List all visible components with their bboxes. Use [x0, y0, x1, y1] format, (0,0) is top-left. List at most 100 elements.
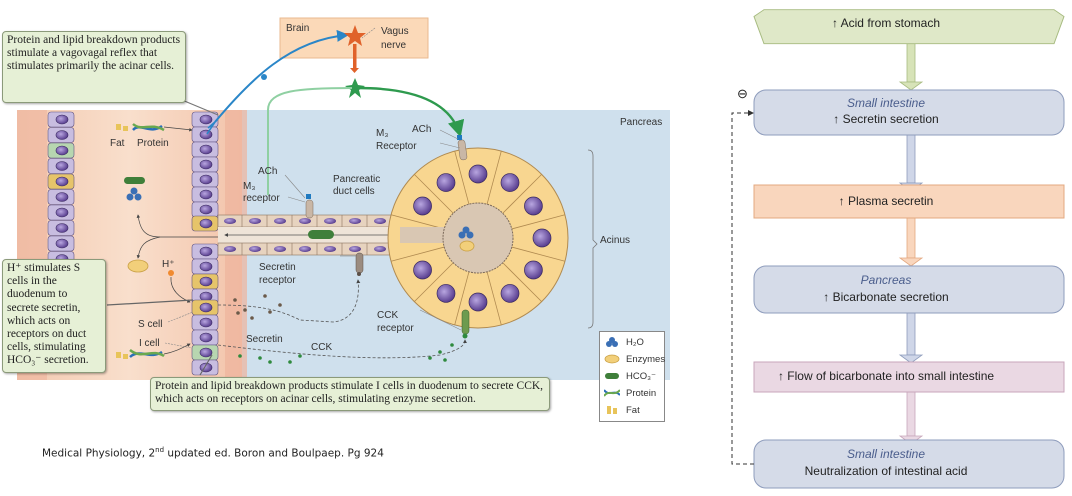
step-flow-text: ↑ Flow of bicarbonate into small intesti… — [777, 369, 995, 383]
acinar-cell-nucleus — [500, 284, 520, 303]
duct-cell-nucleus — [224, 218, 236, 224]
label-vagus: Vagus — [381, 26, 409, 37]
water-icon — [606, 337, 618, 347]
cck-molecule — [288, 360, 292, 364]
label-h-plus: H⁺ — [162, 259, 175, 270]
acinar-cell-nucleus — [436, 173, 456, 192]
label-receptor-right: Receptor — [376, 141, 417, 152]
callout-i-cells: Protein and lipid breakdown products sti… — [150, 377, 550, 411]
enzyme-icon — [604, 354, 620, 364]
cck-molecule — [443, 358, 447, 362]
label-ach-right: ACh — [412, 124, 432, 135]
flowchart-shapes — [731, 9, 1065, 489]
efferent-neuron — [345, 78, 365, 98]
enzyme-in-lumen — [459, 240, 475, 252]
vagus-neuron — [344, 25, 366, 46]
epithelial-cell — [191, 243, 219, 260]
step-si2-text: Neutralization of intestinal acid — [804, 464, 968, 478]
acinar-cell-nucleus — [413, 196, 432, 216]
label-secretin-receptor-1: Secretin — [259, 262, 296, 273]
cck-molecule — [238, 354, 242, 358]
fat-icon — [607, 406, 617, 414]
duct-cell-nucleus — [249, 218, 261, 224]
label-nerve: nerve — [381, 40, 407, 51]
acinar-cell-nucleus — [524, 260, 543, 280]
acinar-cell-nucleus — [524, 196, 543, 216]
h-plus-ion — [168, 270, 174, 276]
epithelial-cell — [191, 201, 219, 218]
secretin-flowchart: ⊖ ↑ Acid from stomach Small intestine ↑ … — [700, 0, 1072, 496]
label-secretin: Secretin — [246, 334, 283, 345]
fat-protein-lumen — [116, 122, 193, 132]
duct-cell-nucleus — [224, 246, 236, 252]
secretin-molecule — [233, 298, 237, 302]
epithelial-cell — [191, 141, 219, 158]
cck-molecule — [268, 360, 272, 364]
epithelial-cell — [47, 158, 75, 174]
epithelial-cell — [47, 220, 75, 236]
step-si2-title: Small intestine — [846, 447, 926, 461]
enzymes-lumen — [127, 259, 149, 273]
epithelial-cell — [191, 273, 219, 290]
secretin-molecule — [278, 303, 282, 307]
epithelial-cell — [191, 344, 219, 361]
feedback-inhibit-icon: ⊖ — [737, 86, 748, 101]
cck-molecule — [450, 343, 454, 347]
duct-cell-nucleus — [274, 246, 286, 252]
epithelial-cell — [191, 215, 219, 232]
protein-icon — [604, 389, 620, 397]
secretin-molecule — [263, 294, 267, 298]
duct-cell-nucleus — [249, 246, 261, 252]
water-lumen — [126, 187, 142, 201]
epithelial-cell — [47, 127, 75, 143]
duct-cell-nucleus — [324, 246, 336, 252]
duct-cell-nucleus — [374, 246, 386, 252]
label-m3-left: M₃ — [243, 181, 256, 192]
duct-cell-nucleus — [299, 246, 311, 252]
step-pancreas-text: ↑ Bicarbonate secretion — [823, 290, 949, 304]
epithelial-cell — [47, 235, 75, 252]
label-pancreas: Pancreas — [620, 117, 663, 128]
label-receptor-left: receptor — [243, 193, 280, 204]
epithelial-cell — [47, 189, 75, 205]
label-s-cell: S cell — [138, 319, 163, 330]
epithelial-cell — [191, 314, 219, 331]
step-si1-box — [753, 89, 1065, 136]
duct-cell-nucleus — [374, 218, 386, 224]
legend-item-water: H₂O — [604, 335, 644, 349]
duct-cell-nucleus — [274, 218, 286, 224]
label-fat: Fat — [110, 138, 125, 149]
step-pancreas-title: Pancreas — [860, 273, 912, 287]
label-acinus: Acinus — [600, 235, 631, 246]
label-ach-left: ACh — [258, 166, 278, 177]
duct-cell-nucleus — [349, 246, 361, 252]
secretin-molecule — [250, 316, 254, 320]
label-i-cell: I cell — [139, 338, 160, 349]
epithelial-cell — [191, 126, 219, 143]
fat-protein-lower — [116, 343, 191, 359]
duct-cell-nucleus — [349, 218, 361, 224]
secretin-molecule — [268, 310, 272, 314]
secretin-molecule — [243, 308, 247, 312]
label-protein: Protein — [137, 138, 169, 149]
epithelial-cell — [191, 156, 219, 173]
cck-molecule — [428, 356, 432, 360]
epithelial-cell — [191, 329, 219, 346]
legend-item-enzymes: Enzymes — [604, 352, 665, 366]
step-si1-text: ↑ Secretin secretion — [833, 112, 939, 126]
duct-cell-nucleus — [299, 218, 311, 224]
label-cck-receptor-1: CCK — [377, 310, 399, 321]
legend: H₂O Enzymes HCO₃⁻ Protein Fat — [599, 331, 665, 422]
step-flow-box — [753, 361, 1065, 393]
callout-vagovagal-reflex: Protein and lipid breakdown products sti… — [2, 31, 186, 103]
left-epithelium — [47, 111, 75, 267]
legend-item-protein: Protein — [604, 386, 656, 400]
epithelial-cell — [47, 204, 75, 221]
step-pancreas-box — [753, 265, 1065, 314]
step-si1-title: Small intestine — [846, 96, 926, 110]
step-plasma-box — [753, 184, 1065, 219]
negative-feedback-line — [731, 112, 754, 465]
epithelial-cell — [191, 111, 219, 128]
water-in-lumen — [458, 226, 474, 239]
citation: Medical Physiology, 2nd updated ed. Boro… — [42, 446, 384, 460]
